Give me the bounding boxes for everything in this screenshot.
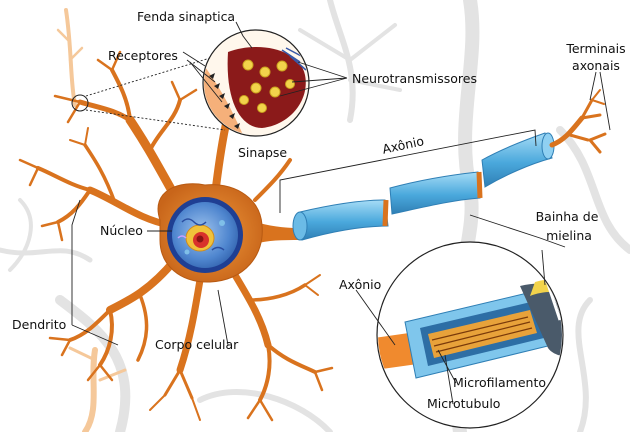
nucleus	[167, 197, 243, 273]
label-fenda-sinaptica: Fenda sinaptica	[137, 9, 235, 24]
synapse-inset	[200, 30, 309, 150]
label-receptores: Receptores	[108, 48, 178, 63]
label-microfilamento: Microfilamento	[453, 375, 546, 390]
label-axonio-inset: Axônio	[339, 277, 381, 292]
label-terminais: Terminais	[565, 41, 625, 56]
myelin-sheath	[293, 133, 554, 240]
label-sinapse: Sinapse	[238, 145, 287, 160]
label-neurotransmissores: Neurotransmissores	[352, 71, 477, 86]
axon-terminals	[552, 90, 605, 152]
label-nucleo: Núcleo	[100, 223, 143, 238]
label-microtubulo: Microtubulo	[427, 396, 500, 411]
label-dendrito: Dendrito	[12, 317, 66, 332]
label-corpo-celular: Corpo celular	[155, 337, 239, 352]
label-axonais: axonais	[572, 58, 620, 73]
label-mielina: mielina	[546, 228, 592, 243]
label-bainha: Bainha de	[536, 209, 599, 224]
